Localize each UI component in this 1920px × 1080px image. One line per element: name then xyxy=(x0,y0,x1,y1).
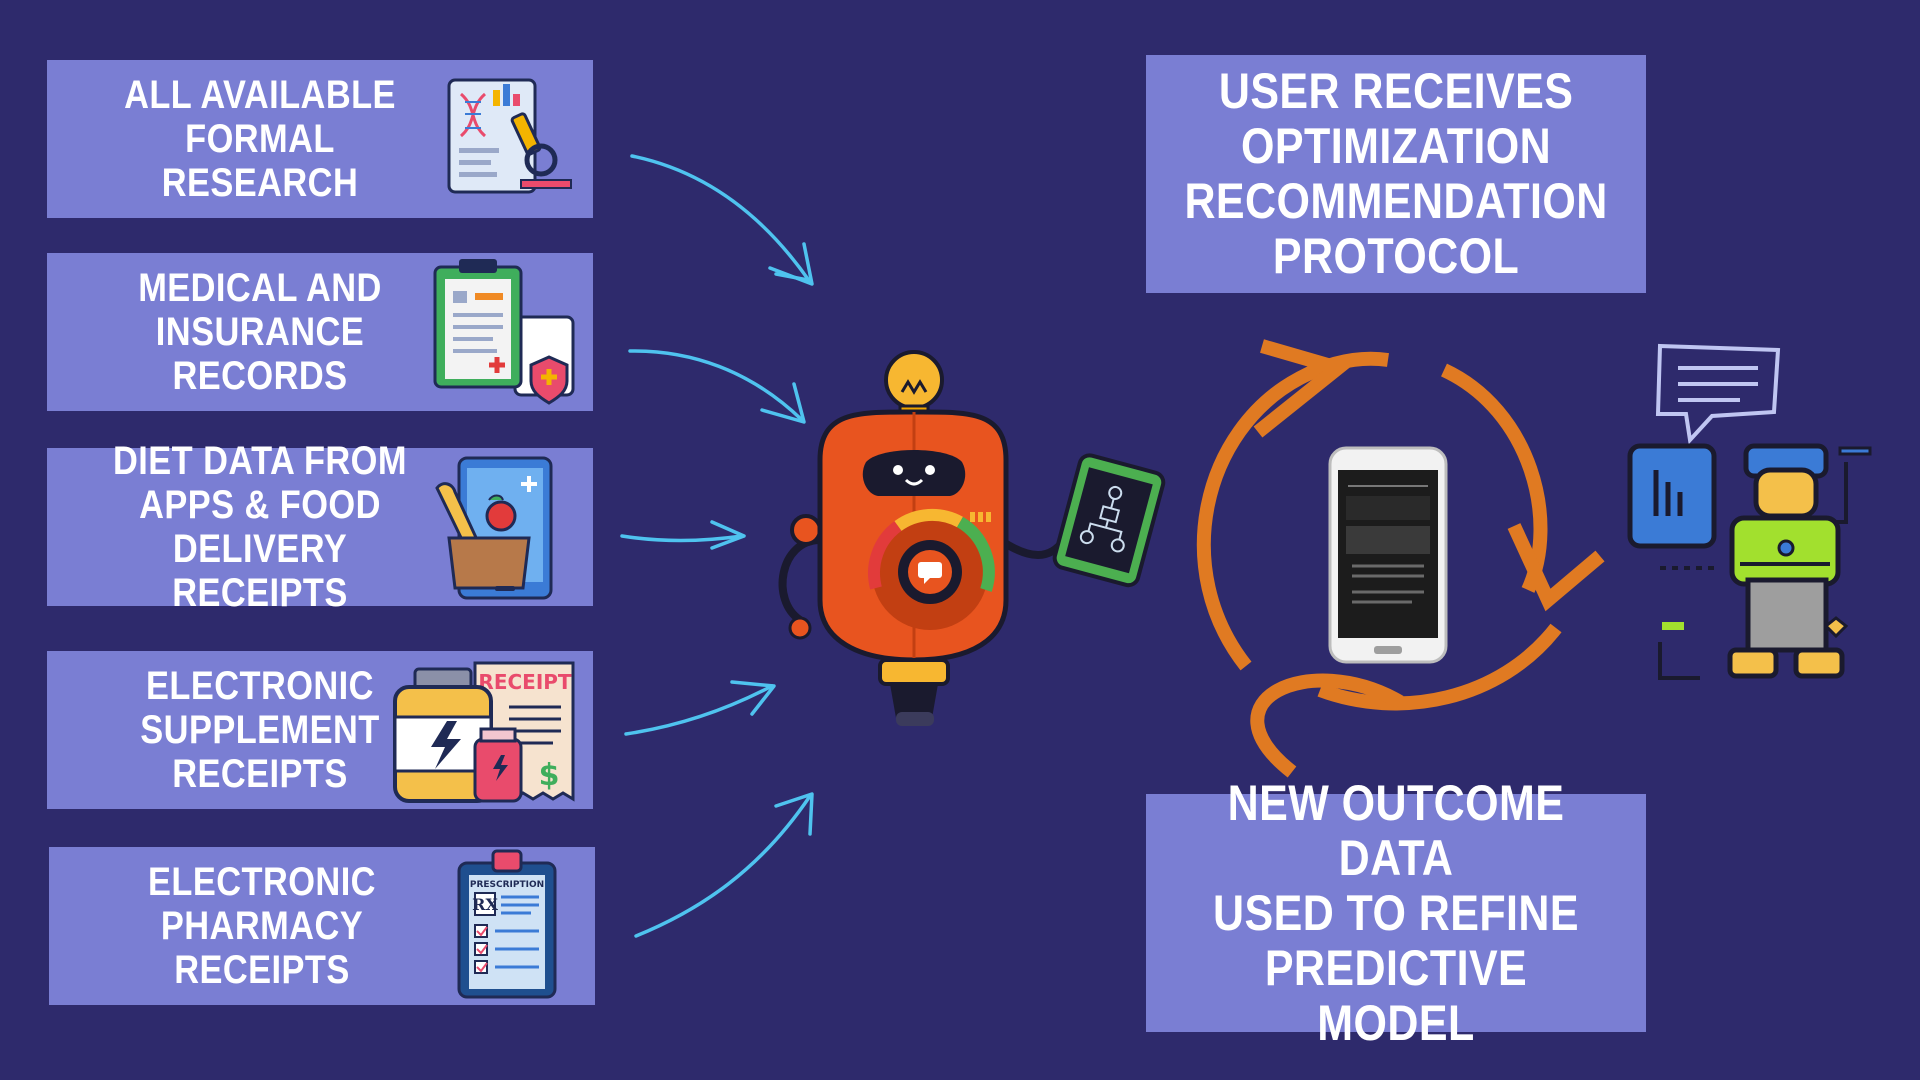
vr-user-icon xyxy=(1627,343,1872,680)
input-arrow-supplement xyxy=(624,680,776,736)
output-box-feedback: New Outcome Data Used to Refine Predicti… xyxy=(1146,775,1646,1050)
prescription-text: PRESCRIPTION xyxy=(470,880,544,890)
svg-text:Rx: Rx xyxy=(472,895,498,914)
prescription-clipboard-icon: PRESCRIPTION Rx xyxy=(455,841,565,1001)
source-box-supplement: Electronic Supplement Receipts RECEIPT $ xyxy=(47,651,593,809)
source-box-medical: Medical and Insurance Records xyxy=(47,253,593,411)
output-box-recommendation: User Receives Optimization Recommendatio… xyxy=(1146,55,1646,293)
medical-records-clipboard-icon xyxy=(429,257,579,405)
output-label-feedback: New Outcome Data Used to Refine Predicti… xyxy=(1212,774,1580,1051)
input-arrow-pharmacy xyxy=(634,792,814,938)
source-box-diet: Diet Data From Apps & Food Delivery Rece… xyxy=(47,439,593,615)
source-label-medical: Medical and Insurance Records xyxy=(138,266,382,398)
research-microscope-icon xyxy=(429,74,579,204)
source-label-diet: Diet Data From Apps & Food Delivery Rece… xyxy=(113,439,407,615)
input-arrow-research xyxy=(630,154,814,286)
smartphone-icon xyxy=(1328,446,1448,664)
source-label-supplement: Electronic Supplement Receipts xyxy=(140,664,380,796)
input-arrow-diet xyxy=(620,520,746,550)
input-arrow-medical xyxy=(628,349,806,424)
food-delivery-tablet-icon xyxy=(429,454,579,600)
source-label-research: All Available Formal Research xyxy=(124,73,396,205)
supplement-receipt-icon: RECEIPT $ xyxy=(389,657,589,807)
ai-robot-icon xyxy=(778,350,1166,726)
svg-text:$: $ xyxy=(539,758,560,793)
output-label-recommendation: User Receives Optimization Recommendatio… xyxy=(1184,63,1608,284)
source-box-research: All Available Formal Research xyxy=(47,60,593,218)
cycle-arrows-icon xyxy=(1196,339,1605,778)
source-box-pharmacy: Electronic Pharmacy Receipts PRESCRIPTIO… xyxy=(49,847,595,1005)
receipt-text: RECEIPT xyxy=(478,670,572,694)
source-label-pharmacy: Electronic Pharmacy Receipts xyxy=(148,860,376,992)
